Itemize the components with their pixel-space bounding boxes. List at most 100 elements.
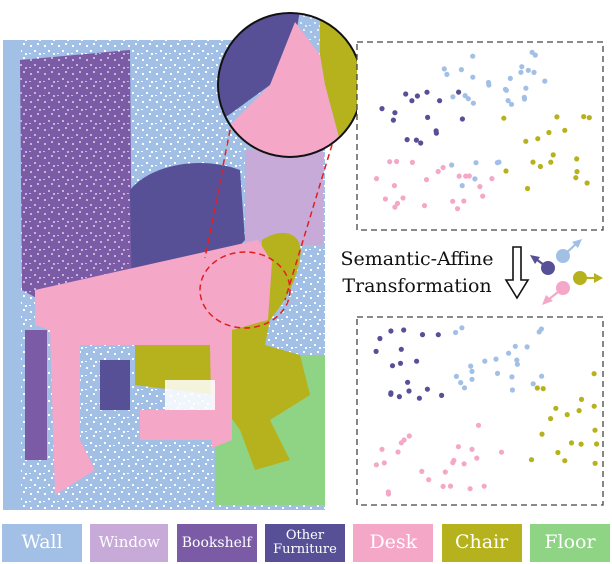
feature-point-chair (523, 138, 529, 144)
feature-point-desk (489, 176, 495, 182)
feature-point-chair (592, 427, 598, 433)
feature-point-wall (468, 363, 474, 369)
legend-item-window: Window (90, 524, 169, 562)
feature-point-chair (562, 127, 568, 133)
window-region (245, 150, 323, 245)
feature-point-desk (421, 203, 428, 209)
feature-point-other (392, 110, 398, 116)
feature-point-other (437, 98, 443, 104)
feature-point-wall (532, 52, 538, 58)
feature-point-other (414, 358, 420, 364)
feature-point-wall (530, 381, 536, 387)
feature-point-other (396, 394, 402, 400)
feature-point-wall (458, 380, 464, 386)
legend-item-chair: Chair (441, 524, 522, 562)
feature-point-other (425, 114, 431, 120)
feature-point-other (456, 89, 462, 95)
feature-point-desk (469, 446, 475, 452)
zoom-callout (204, 12, 363, 301)
feature-point-wall (508, 101, 515, 107)
feature-point-wall (525, 67, 531, 73)
feature-point-other (406, 388, 412, 394)
feature-point-chair (591, 371, 597, 377)
feature-point-desk (475, 422, 482, 428)
feature-point-other (377, 335, 383, 342)
feature-point-wall (444, 71, 450, 77)
feature-point-desk (440, 164, 446, 171)
feature-point-other (398, 346, 404, 352)
feature-point-chair (528, 457, 535, 463)
feature-point-other (413, 137, 419, 143)
legend-item-wall: Wall (2, 524, 82, 562)
feature-point-desk (467, 486, 473, 492)
feature-point-chair (548, 159, 554, 165)
feature-space-after-box (356, 316, 604, 506)
feature-point-desk (423, 177, 430, 183)
feature-point-other (439, 392, 445, 398)
feature-point-desk (394, 158, 400, 165)
feature-point-wall (453, 373, 459, 379)
feature-point-wall (449, 162, 455, 168)
feature-point-chair (537, 163, 544, 170)
feature-point-desk (442, 469, 448, 475)
feature-point-wall (521, 96, 528, 102)
feature-point-desk (455, 444, 461, 450)
feature-point-other (424, 89, 430, 95)
feature-point-desk (391, 183, 397, 189)
feature-point-wall (441, 66, 447, 72)
feature-point-other (419, 332, 426, 338)
feature-point-wall (458, 67, 464, 73)
feature-point-wall (494, 370, 501, 376)
legend-label: Window (98, 533, 160, 552)
feature-point-desk (480, 193, 486, 199)
feature-point-wall (470, 53, 476, 59)
feature-point-chair (594, 441, 600, 447)
feature-point-other (388, 391, 394, 397)
feature-point-desk (419, 468, 425, 474)
feature-point-wall (459, 183, 465, 189)
feature-point-desk (409, 159, 415, 165)
legend-label: Chair (455, 531, 509, 554)
feature-point-desk (498, 449, 505, 455)
legend-label: Desk (369, 531, 418, 554)
feature-point-other (401, 327, 407, 333)
feature-point-chair (524, 185, 531, 192)
feature-point-other (379, 106, 385, 112)
feature-point-chair (564, 412, 570, 418)
feature-point-chair (573, 175, 579, 181)
feature-point-chair (578, 396, 585, 402)
feature-point-chair (530, 159, 536, 165)
feature-point-wall (514, 361, 521, 367)
feature-point-wall (503, 87, 509, 93)
feature-point-wall (509, 387, 515, 393)
feature-point-desk (450, 198, 456, 204)
feature-point-desk (406, 433, 412, 439)
feature-point-wall (518, 69, 524, 75)
feature-point-chair (540, 386, 546, 392)
feature-points-after (373, 325, 600, 497)
feature-point-other (433, 128, 439, 134)
feature-point-wall (470, 74, 476, 80)
feature-point-wall (485, 79, 492, 86)
legend-label: Wall (21, 531, 63, 554)
feature-point-wall (514, 357, 520, 363)
feature-point-desk (461, 198, 467, 204)
feature-point-desk (477, 184, 483, 190)
caption-line-2: Transformation (342, 275, 492, 297)
feature-point-chair (534, 385, 540, 391)
feature-space-before-box (356, 41, 604, 231)
feature-point-desk (456, 173, 462, 179)
feature-point-chair (576, 408, 582, 414)
feature-point-other (397, 360, 404, 366)
feature-point-desk (373, 462, 379, 468)
feature-point-wall (462, 93, 468, 99)
feature-point-chair (581, 114, 587, 120)
feature-point-desk (387, 159, 393, 165)
feature-point-chair (574, 156, 580, 162)
legend-label-line2: Furniture (273, 542, 337, 557)
feature-point-chair (574, 169, 580, 175)
feature-point-chair (554, 114, 560, 120)
feature-point-desk (435, 168, 441, 175)
feature-point-wall (482, 358, 488, 364)
